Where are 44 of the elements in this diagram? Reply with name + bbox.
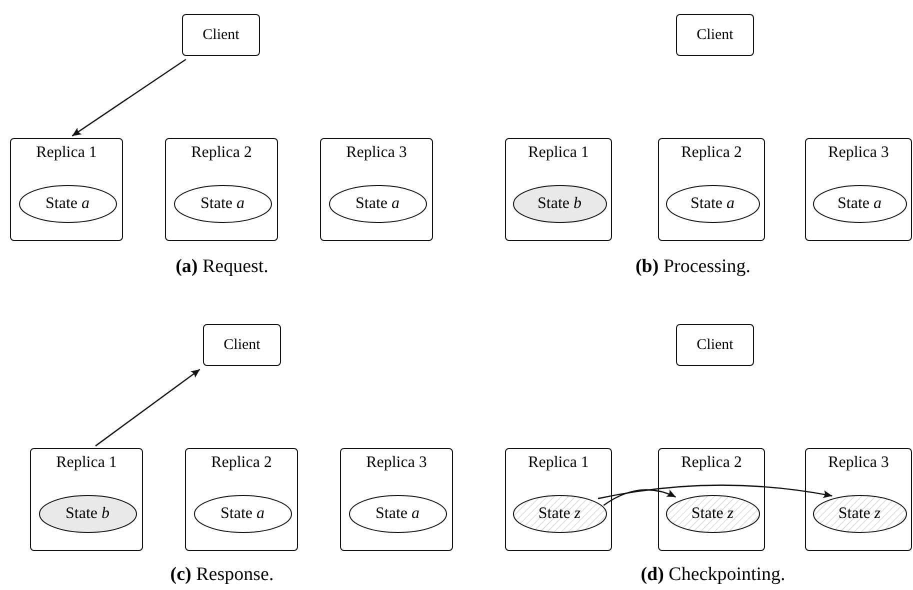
state-ellipse: State z [812, 495, 906, 533]
state-ellipse: State a [174, 185, 272, 223]
replica-box [30, 448, 143, 551]
replica-box [185, 448, 298, 551]
replica-heading: Replica 3 [827, 454, 890, 472]
client-box: Client [182, 14, 260, 56]
replica-heading: Replica 1 [527, 144, 590, 162]
replica-heading: Replica 3 [827, 144, 890, 162]
state-ellipse: State b [38, 495, 136, 533]
state-ellipse: State a [328, 185, 426, 223]
replica-box [505, 138, 612, 241]
replica-heading: Replica 2 [680, 454, 743, 472]
replica-heading: Replica 1 [55, 454, 118, 472]
replica-box [805, 448, 912, 551]
replica-heading: Replica 2 [210, 454, 273, 472]
replica-heading: Replica 3 [345, 144, 408, 162]
replica-box [658, 448, 765, 551]
replica-heading: Replica 3 [365, 454, 428, 472]
state-ellipse: State a [348, 495, 446, 533]
state-ellipse: State a [18, 185, 116, 223]
state-ellipse: State z [512, 495, 606, 533]
replica-box [10, 138, 123, 241]
replica-box [340, 448, 453, 551]
subfigure-caption: (d) Checkpointing. [640, 564, 786, 586]
replica-heading: Replica 1 [527, 454, 590, 472]
replica-box [658, 138, 765, 241]
replica-box [805, 138, 912, 241]
state-ellipse: State a [194, 495, 292, 533]
replica-heading: Replica 2 [680, 144, 743, 162]
client-box: Client [676, 324, 754, 366]
client-box: Client [676, 14, 754, 56]
subfigure-caption: (b) Processing. [635, 256, 751, 278]
replica-heading: Replica 1 [35, 144, 98, 162]
state-ellipse: State z [666, 495, 760, 533]
replica-box [320, 138, 433, 241]
replica-heading: Replica 2 [190, 144, 253, 162]
state-ellipse: State a [666, 185, 760, 223]
subfigure-caption: (c) Response. [170, 564, 274, 586]
client-box: Client [203, 324, 281, 366]
replica-box [165, 138, 278, 241]
replica-box [505, 448, 612, 551]
subfigure-caption: (a) Request. [176, 256, 268, 278]
state-ellipse: State a [812, 185, 906, 223]
state-ellipse: State b [512, 185, 606, 223]
